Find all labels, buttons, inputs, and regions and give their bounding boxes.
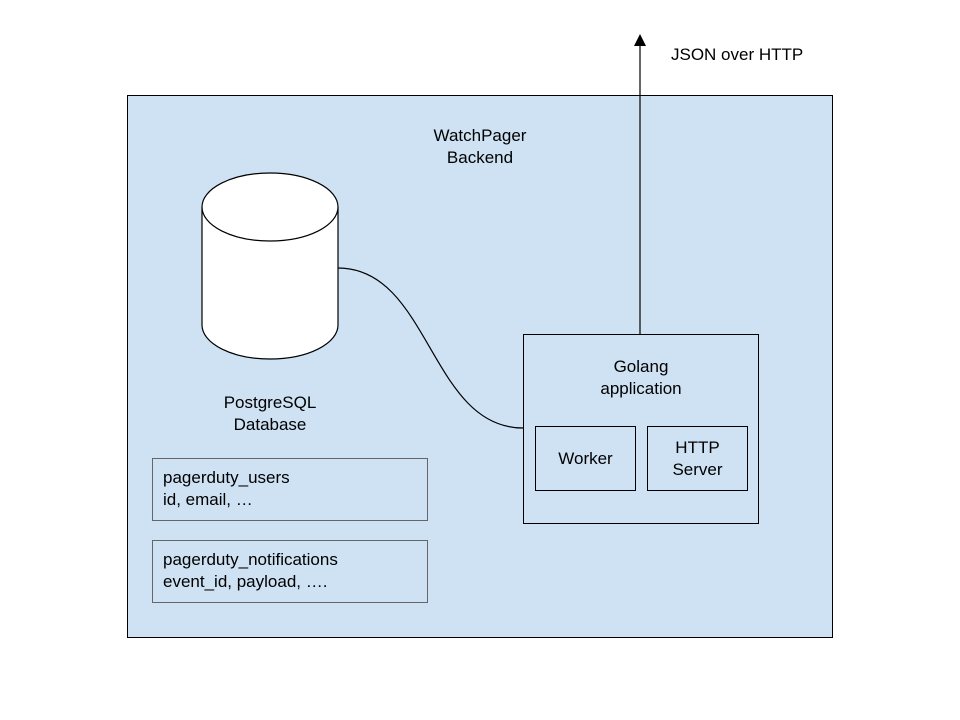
database-cylinder bbox=[201, 172, 339, 360]
http-server-label-line1: HTTP bbox=[675, 437, 720, 457]
worker-label: Worker bbox=[558, 448, 613, 468]
table-pagerduty-notifications: pagerduty_notifications event_id, payloa… bbox=[152, 540, 428, 603]
backend-title: WatchPager Backend bbox=[405, 125, 555, 169]
table-name: pagerduty_users bbox=[163, 468, 290, 487]
http-server-box: HTTP Server bbox=[647, 426, 748, 491]
golang-application-title: Golang application bbox=[523, 356, 759, 400]
worker-box: Worker bbox=[535, 426, 636, 491]
database-label: PostgreSQL Database bbox=[195, 392, 345, 436]
database-label-line2: Database bbox=[233, 415, 307, 434]
database-label-line1: PostgreSQL bbox=[223, 393, 317, 412]
table-columns: event_id, payload, …. bbox=[163, 572, 328, 591]
db-connection-line bbox=[337, 267, 524, 429]
backend-title-line2: Backend bbox=[446, 148, 514, 167]
golang-title-line2: application bbox=[600, 379, 682, 398]
table-columns: id, email, … bbox=[163, 490, 253, 509]
http-server-label-line2: Server bbox=[672, 459, 723, 479]
golang-title-line1: Golang bbox=[613, 357, 669, 376]
backend-title-line1: WatchPager bbox=[433, 126, 527, 145]
table-pagerduty-users: pagerduty_users id, email, … bbox=[152, 458, 428, 521]
output-arrow-label: JSON over HTTP bbox=[671, 45, 804, 64]
table-name: pagerduty_notifications bbox=[163, 550, 338, 569]
